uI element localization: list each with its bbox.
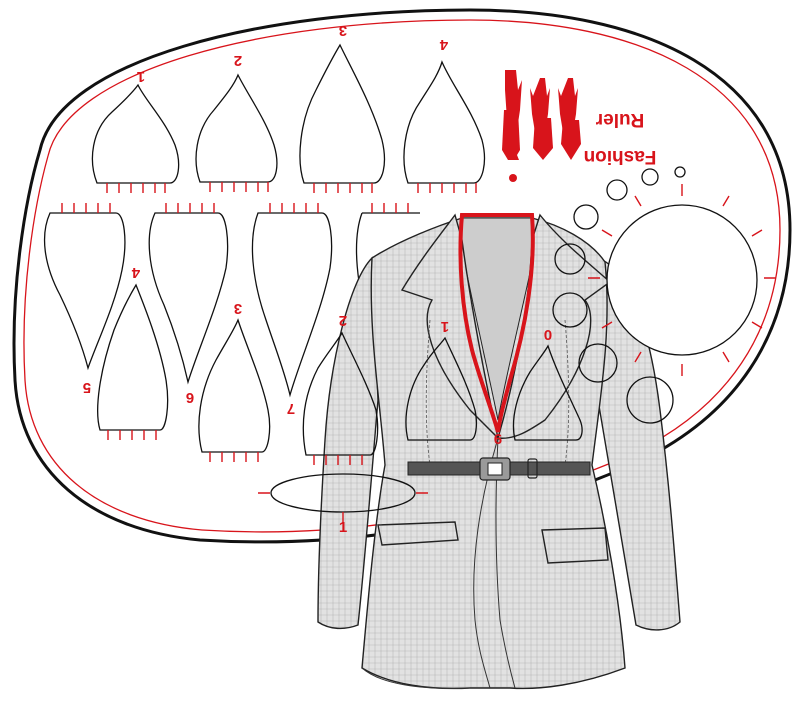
middle-row-templates: 5 6 7 8 bbox=[43, 203, 420, 430]
ellipse-slot: 1 bbox=[258, 473, 428, 536]
template-bottom-1 bbox=[405, 336, 477, 441]
bottom-row-ticks bbox=[107, 430, 363, 465]
template-bottom-2 bbox=[302, 331, 379, 456]
top-number-2: 2 bbox=[234, 52, 242, 69]
mid-number-5: 5 bbox=[83, 379, 91, 396]
bottom-number-0: 0 bbox=[544, 326, 552, 343]
top-number-1: 1 bbox=[137, 68, 145, 85]
blazer-illustration bbox=[317, 213, 681, 690]
template-bottom-4 bbox=[97, 283, 169, 431]
brand-line-ruler: Ruler bbox=[595, 109, 644, 130]
figure-silhouettes-icon bbox=[502, 70, 581, 182]
bottom-row-templates: 4 3 2 1 0 9 bbox=[97, 264, 583, 465]
middle-row-ticks bbox=[61, 203, 409, 213]
mid-number-7: 7 bbox=[287, 400, 295, 417]
template-shape-5 bbox=[43, 212, 126, 371]
brand-line-fashion: Fashion bbox=[584, 146, 657, 167]
template-shape-6 bbox=[148, 212, 229, 385]
circle-templates bbox=[552, 166, 776, 424]
top-number-3: 3 bbox=[339, 22, 347, 39]
bottom-number-2: 2 bbox=[339, 312, 347, 329]
scale-mark: 1 bbox=[339, 519, 347, 536]
collar-number-9: 9 bbox=[494, 430, 502, 447]
bottom-number-3: 3 bbox=[234, 300, 242, 317]
template-bottom-0 bbox=[512, 344, 583, 441]
mid-number-6: 6 bbox=[186, 389, 194, 406]
template-shape-2 bbox=[195, 73, 278, 183]
large-circle-ticks bbox=[588, 184, 776, 376]
bottom-number-1: 1 bbox=[441, 318, 449, 335]
top-number-4: 4 bbox=[439, 36, 448, 53]
template-shape-7 bbox=[251, 212, 333, 398]
template-bottom-3 bbox=[198, 318, 271, 453]
collar-highlight bbox=[458, 213, 535, 433]
large-circle-template bbox=[606, 204, 758, 356]
template-shape-1 bbox=[91, 83, 180, 184]
brand-logo: Fashion Ruler bbox=[502, 70, 656, 182]
template-shape-3 bbox=[299, 43, 386, 184]
template-shape-4 bbox=[403, 60, 486, 184]
bottom-number-4: 4 bbox=[131, 264, 140, 281]
top-row-ticks bbox=[106, 182, 477, 193]
top-row-templates: 1 2 3 4 bbox=[91, 22, 486, 193]
